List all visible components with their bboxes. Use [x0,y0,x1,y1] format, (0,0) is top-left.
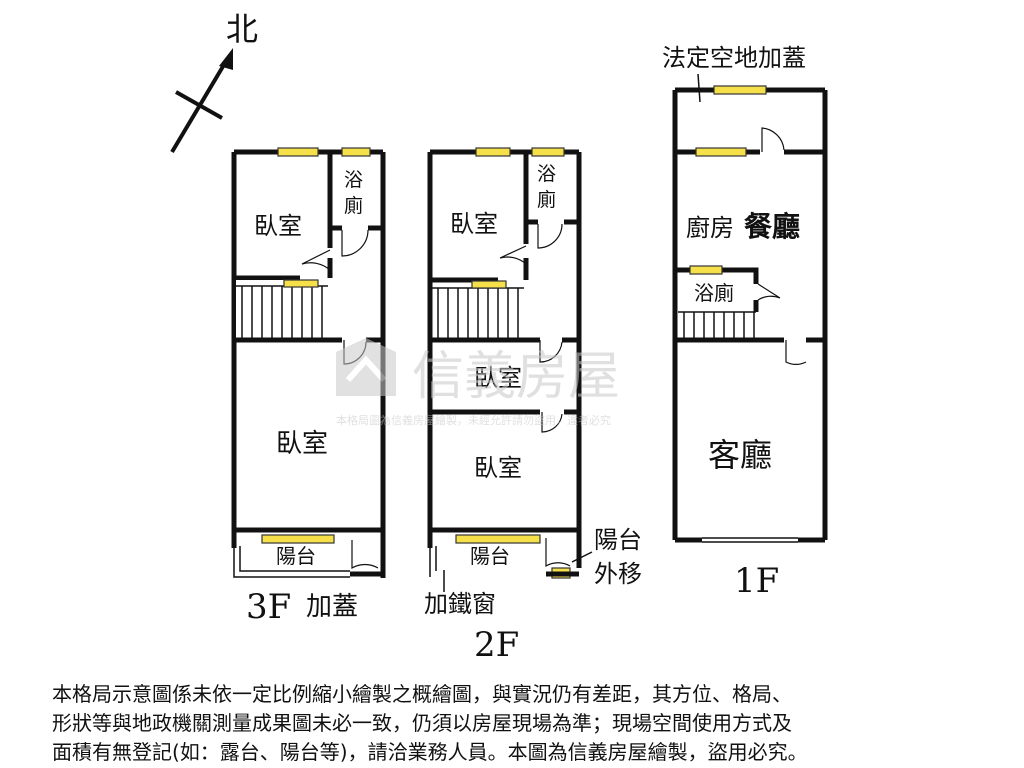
disclaimer-text: 本格局示意圖係未依一定比例縮小繪製之概繪圖，與實況仍有差距，其方位、格局、 形狀… [52,680,1012,767]
room-1f-bath: 浴廁 [694,281,734,305]
door-2f-bedroom-low [541,412,563,433]
brand-logo-icon [336,338,396,396]
room-2f-bath-2: 廁 [537,188,556,211]
window-2f-top-left [475,147,511,157]
door-3f-bath [341,229,369,257]
room-1f-living: 客廳 [708,436,772,474]
door-3f-bedroom-top [301,249,331,271]
room-1f-kitchen: 廚房 [686,214,734,242]
floor-3f-title: 3F [246,587,291,627]
room-3f-bedroom-top: 臥室 [254,212,302,240]
window-2f-balcony [455,534,541,544]
floor-2f-plan: 臥室 浴 廁 臥室 臥室 陽台 加鐵窗 陽台 外移 2F [424,147,642,665]
note-balcony-moved-1: 陽台 [594,526,642,554]
door-1f-annex [761,127,785,152]
room-3f-bedroom-main: 臥室 [276,429,328,459]
room-2f-bedroom-low: 臥室 [474,454,522,482]
room-1f-dining: 餐廳 [744,210,800,243]
room-3f-bath-1: 浴 [344,169,363,191]
disclaimer-line-2: 形狀等與地政機關測量成果圖未必一致，仍須以房屋現場為準；現場空間使用方式及 [52,711,792,735]
window-3f-top-bath [341,147,371,157]
staircase-1f [678,311,756,338]
staircase-2f [432,287,524,338]
door-2f-balcony [545,538,571,568]
brand-watermark: 信義房屋 本格局圖為信義房屋繪製，未經允許請勿盜用，違者必究 [336,338,620,427]
window-2f-top-bath [531,147,565,157]
room-1f-annex: 法定空地加蓋 [662,44,806,72]
north-label: 北 [226,10,258,48]
door-2f-bedroom-top [499,245,527,265]
room-2f-balcony: 陽台 [470,544,510,568]
note-balcony-moved-2: 外移 [594,560,642,588]
room-2f-bedroom-top: 臥室 [450,210,498,238]
window-3f-stair [283,279,319,288]
floor-3f-suffix: 加蓋 [306,592,358,622]
floor-1f-plan: 法定空地加蓋 廚房 餐廳 浴廁 客廳 1F [662,44,828,601]
window-1f-annex [713,85,767,95]
door-2f-bath [537,223,563,249]
room-3f-bath-2: 廁 [344,194,363,217]
window-2f-stair [471,280,507,289]
floor-2f-title: 2F [474,625,519,665]
door-3f-balcony [351,540,379,570]
note-iron-window: 加鐵窗 [424,590,496,618]
disclaimer-line-3: 面積有無登記(如：露台、陽台等)，請洽業務人員。本圖為信義房屋繪製，盜用必究。 [52,740,808,764]
room-3f-balcony: 陽台 [276,544,316,568]
staircase-3f [236,280,328,338]
window-3f-balcony [261,534,335,544]
watermark-note-text: 本格局圖為信義房屋繪製，未經允許請勿盜用，違者必究 [336,413,611,427]
window-1f-kitchen [695,147,747,157]
floor-3f-plan: 臥室 浴 廁 臥室 陽台 3F 加蓋 [231,147,386,627]
north-compass: 北 [170,10,258,154]
door-1f-bath [757,283,781,301]
window-3f-top-left [277,147,319,157]
window-1f-bath [689,265,723,275]
door-2f-bedroom-mid [539,340,563,363]
room-2f-bedroom-mid: 臥室 [474,364,522,392]
door-1f-entry [785,340,807,366]
watermark-brand-text: 信義房屋 [412,347,620,407]
room-2f-bath-1: 浴 [537,163,556,185]
floor-1f-title: 1F [734,561,779,601]
disclaimer-line-1: 本格局示意圖係未依一定比例縮小繪製之概繪圖，與實況仍有差距，其方位、格局、 [52,682,792,706]
